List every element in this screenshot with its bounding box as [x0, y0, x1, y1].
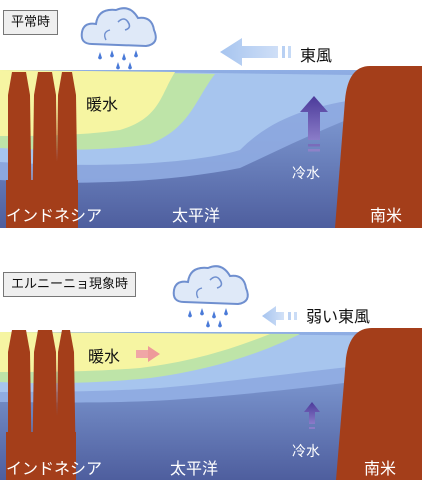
- warm-water-arrow: [136, 346, 160, 362]
- elnino-diagram: 弱い東風 冷水 暖水 インドネシア 太平洋 南米: [0, 265, 422, 480]
- elnino-wind-label: 弱い東風: [306, 307, 370, 326]
- elnino-warm-water-label: 暖水: [88, 347, 120, 366]
- elnino-ocean-label: 太平洋: [170, 459, 218, 478]
- left-land-base: [6, 180, 78, 228]
- normal-right-land-label: 南米: [370, 206, 402, 225]
- elnino-panel: 弱い東風 冷水 暖水 インドネシア 太平洋 南米 エルニーニョ現象時: [0, 262, 422, 485]
- right-land: [336, 328, 422, 480]
- normal-title-box: 平常時: [3, 10, 59, 35]
- cloud-rain-icon: [80, 7, 157, 70]
- normal-left-land-label: インドネシア: [6, 206, 102, 225]
- right-land: [335, 66, 422, 228]
- normal-warm-water-label: 暖水: [86, 95, 118, 114]
- upwelling-arrow: [300, 96, 328, 152]
- elnino-title-box: エルニーニョ現象時: [3, 272, 137, 297]
- east-wind-arrow: [220, 38, 291, 66]
- elnino-cold-water-label: 冷水: [292, 444, 320, 460]
- elnino-right-land-label: 南米: [364, 459, 396, 478]
- upwelling-arrow: [304, 402, 320, 429]
- normal-wind-label: 東風: [300, 46, 332, 65]
- elnino-left-land-label: インドネシア: [6, 459, 102, 478]
- normal-cold-water-label: 冷水: [292, 166, 320, 182]
- left-land-base: [6, 432, 76, 480]
- weak-east-wind-arrow: [262, 306, 297, 326]
- normal-ocean-label: 太平洋: [172, 206, 220, 225]
- cloud-rain-icon: [172, 265, 249, 328]
- normal-panel: 東風 冷水 暖水 インドネシア 太平洋 南米 平常時: [0, 0, 422, 240]
- normal-diagram: 東風 冷水 暖水 インドネシア 太平洋 南米: [0, 7, 422, 228]
